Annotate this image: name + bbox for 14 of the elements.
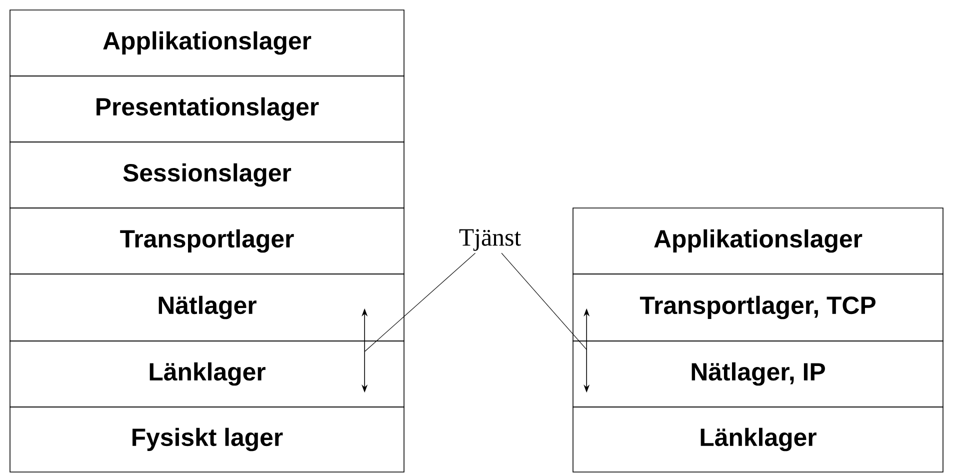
layer-box: Nätlager [10, 274, 404, 342]
layer-box: Nätlager, IP [572, 340, 944, 408]
layer-box: Fysiskt lager [10, 406, 404, 472]
leader-line [501, 252, 587, 350]
layer-box: Transportlager [10, 208, 404, 274]
callout-label: Tjänst [459, 229, 521, 251]
layer-box: Länklager [10, 340, 404, 408]
leader-line [364, 252, 476, 352]
layer-box: Applikationslager [572, 208, 944, 274]
layer-box: Sessionslager [10, 142, 404, 208]
layer-box: Länklager [572, 406, 944, 472]
layer-box: Presentationslager [10, 76, 404, 142]
layer-box: Transportlager, TCP [572, 274, 944, 342]
layer-box: Applikationslager [10, 10, 404, 76]
